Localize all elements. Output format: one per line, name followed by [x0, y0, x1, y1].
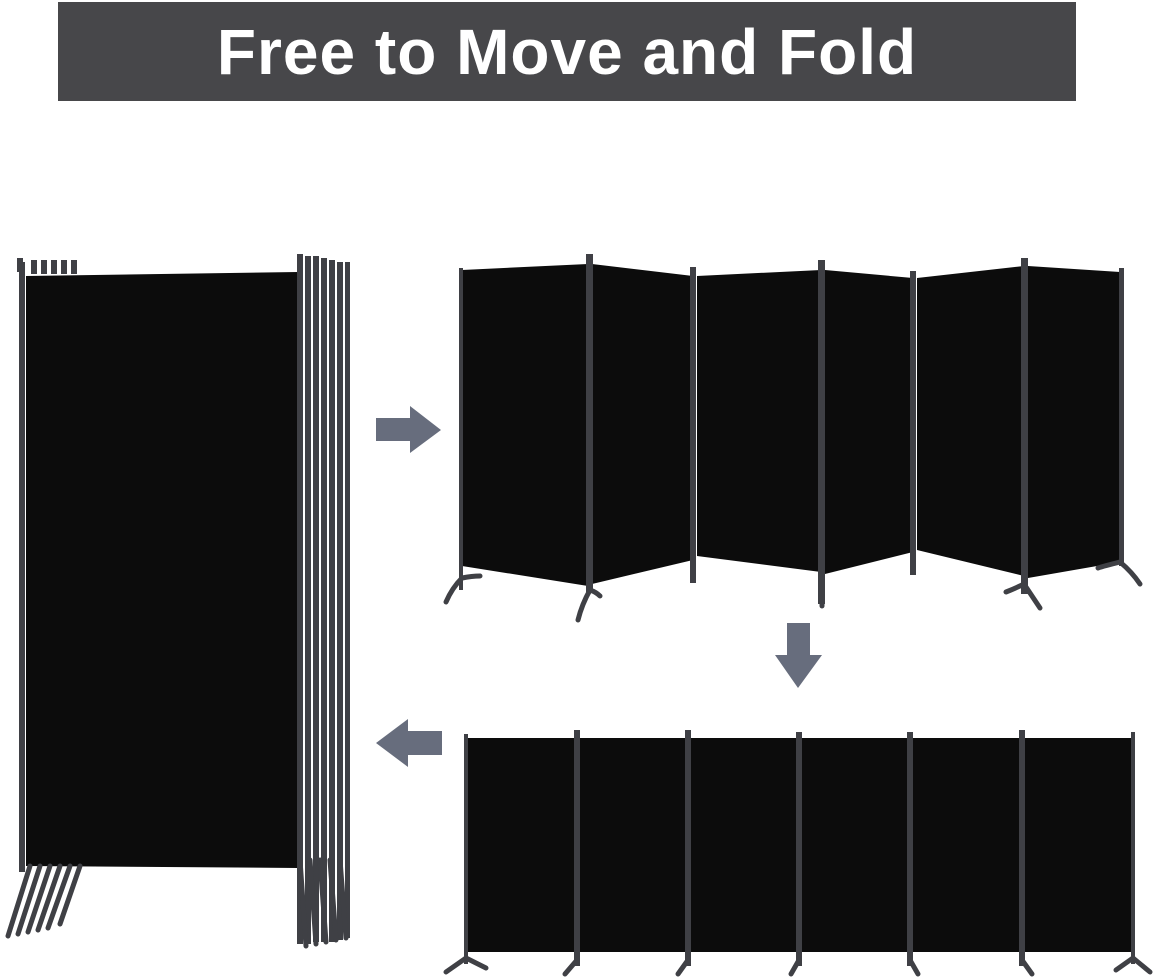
- title-banner: Free to Move and Fold: [58, 2, 1076, 101]
- zigzag-feet: [443, 559, 1143, 623]
- folded-left-feet: [5, 863, 83, 939]
- arrow-down-icon: [775, 623, 822, 688]
- folded-divider: [5, 254, 350, 949]
- folded-right-poles: [297, 254, 350, 944]
- folded-pole-caps: [17, 258, 77, 274]
- folded-left-pole: [19, 262, 25, 872]
- folded-right-feet: [297, 857, 349, 949]
- flat-feet: [443, 955, 1153, 977]
- arrow-left-icon: [376, 719, 442, 767]
- zigzag-poles: [459, 254, 1124, 604]
- flat-panels: [467, 738, 1132, 952]
- arrow-right-icon: [376, 406, 441, 453]
- zigzag-panels: [462, 264, 1120, 586]
- zigzag-divider: [443, 254, 1143, 623]
- flat-divider: [443, 730, 1153, 977]
- flat-poles: [464, 730, 1135, 966]
- folded-panel-fabric: [26, 272, 298, 868]
- banner-title: Free to Move and Fold: [216, 15, 918, 88]
